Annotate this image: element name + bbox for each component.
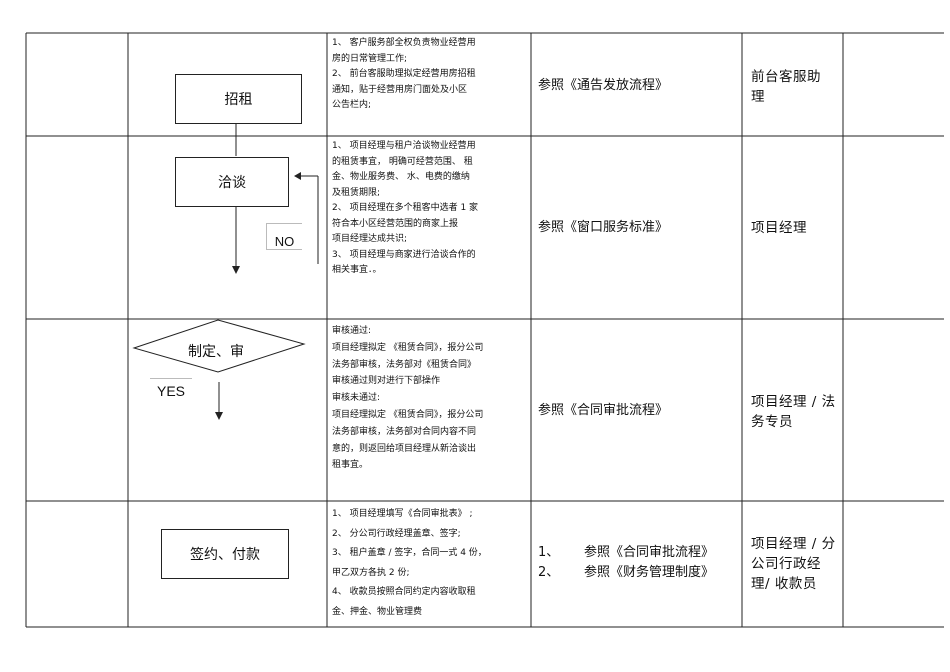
resp-line: 理 — [751, 89, 765, 105]
step-box-sign-pay: 签约、付款 — [161, 529, 289, 579]
ref-num: 1、 — [538, 545, 560, 560]
desc-cell-row1: 1、 客户服务部全权负责物业经营用 房的日常管理工作; 2、 前台客服助理拟定经… — [332, 36, 476, 114]
desc-line: 的租赁事宜， 明确可经营范围、 租 — [332, 156, 473, 167]
branch-label-text: NO — [274, 234, 295, 249]
resp-cell-row4: 项目经理 / 分 公司行政经 理/ 收款员 — [751, 534, 836, 594]
decision-label: 制定、审 — [188, 341, 244, 361]
ref-line: 参照《窗口服务标准》 — [538, 220, 669, 235]
resp-line: 务专员 — [751, 414, 793, 430]
desc-line: 甲乙双方各执 2 份; — [332, 567, 410, 578]
ref-item: 1、 参照《合同审批流程》 — [538, 543, 714, 563]
resp-line: 理/ 收款员 — [751, 576, 817, 592]
ref-line: 参照《合同审批流程》 — [538, 403, 669, 418]
ref-line: 参照《财务管理制度》 — [584, 565, 715, 580]
desc-line: 法务部审核，法务部对合同内容不同 — [332, 426, 477, 437]
ref-cell-row4: 1、 参照《合同审批流程》 2、 参照《财务管理制度》 — [538, 543, 714, 583]
desc-line: 1、 项目经理填写《合同审批表》 ; — [332, 509, 473, 519]
desc-line: 房的日常管理工作; — [332, 53, 408, 64]
resp-line: 项目经理 — [751, 220, 807, 236]
desc-line: 及租赁期限; — [332, 187, 381, 198]
desc-line: 通知，贴于经营用房门面处及小区 — [332, 84, 468, 95]
resp-cell-row3: 项目经理 / 法 务专员 — [751, 392, 836, 432]
desc-line: 审核通过则对进行下部操作 — [332, 376, 441, 387]
desc-line: 金、物业服务费、 水、电费的缴纳 — [332, 172, 470, 182]
desc-line: 3、 项目经理与商家进行洽谈合作的 — [332, 249, 476, 260]
desc-line: 法务部审核，法务部对《租赁合同》 — [332, 359, 477, 370]
resp-line: 项目经理 / 分 — [751, 536, 836, 552]
ref-line: 参照《合同审批流程》 — [584, 545, 715, 560]
branch-label-no: NO — [266, 223, 302, 250]
ref-cell-row1: 参照《通告发放流程》 — [538, 76, 668, 96]
desc-line: 租事宜。 — [332, 460, 369, 471]
ref-item: 2、 参照《财务管理制度》 — [538, 563, 714, 583]
ref-line: 参照《通告发放流程》 — [538, 78, 669, 93]
desc-line: 2、 前台客服助理拟定经营用房招租 — [332, 69, 476, 79]
desc-line: 金、押金、物业管理费 — [332, 606, 423, 617]
step-box-recruit: 招租 — [175, 74, 302, 124]
desc-cell-row4: 1、 项目经理填写《合同审批表》 ; 2、 分公司行政经理盖章、签字; 3、 租… — [332, 505, 487, 622]
desc-line: 1、 客户服务部全权负责物业经营用 — [332, 38, 476, 48]
decision-diamond — [132, 319, 306, 373]
branch-label-text: YES — [156, 383, 185, 399]
branch-label-yes: YES — [150, 378, 192, 399]
ref-num: 2、 — [538, 565, 560, 580]
step-label: 招租 — [224, 92, 253, 108]
desc-line: 审核通过: — [332, 326, 372, 336]
desc-line: 意的，则返回给项目经理从新洽谈出 — [332, 443, 477, 454]
desc-line: 审核未通过: — [332, 393, 381, 404]
ref-cell-row2: 参照《窗口服务标准》 — [538, 218, 668, 238]
desc-line: 相关事宜．。 — [332, 265, 382, 275]
desc-line: 4、 收款员按照合同约定内容收取租 — [332, 587, 476, 597]
desc-line: 项目经理拟定 《租赁合同》，报分公司 — [332, 409, 484, 420]
resp-line: 前台客服助 — [751, 69, 821, 85]
step-box-negotiate: 洽谈 — [175, 157, 289, 207]
step-label: 签约、付款 — [190, 547, 260, 563]
desc-line: 符合本小区经营范围的商家上报 — [332, 218, 459, 229]
desc-line: 项目经理达成共识; — [332, 234, 408, 244]
desc-line: 项目经理拟定 《租赁合同》，报分公司 — [332, 342, 484, 353]
decision-text: 制定、审 — [188, 344, 244, 360]
desc-cell-row2: 1、 项目经理与租户洽谈物业经营用 的租赁事宜， 明确可经营范围、 租 金、物业… — [332, 139, 478, 279]
resp-line: 公司行政经 — [751, 556, 821, 572]
desc-line: 2、 项目经理在多个租客中选者 1 家 — [332, 203, 479, 213]
resp-line: 项目经理 / 法 — [751, 394, 836, 410]
step-label: 洽谈 — [218, 175, 246, 191]
ref-cell-row3: 参照《合同审批流程》 — [538, 401, 668, 421]
resp-cell-row1: 前台客服助 理 — [751, 67, 821, 107]
desc-cell-row3: 审核通过: 项目经理拟定 《租赁合同》，报分公司 法务部审核，法务部对《租赁合同… — [332, 323, 483, 474]
desc-line: 公告栏内; — [332, 100, 372, 110]
desc-line: 1、 项目经理与租户洽谈物业经营用 — [332, 141, 476, 151]
desc-line: 3、 租户盖章 / 签字，合同一式 4 份， — [332, 548, 487, 558]
desc-line: 2、 分公司行政经理盖章、签字; — [332, 528, 461, 539]
resp-cell-row2: 项目经理 — [751, 218, 807, 238]
